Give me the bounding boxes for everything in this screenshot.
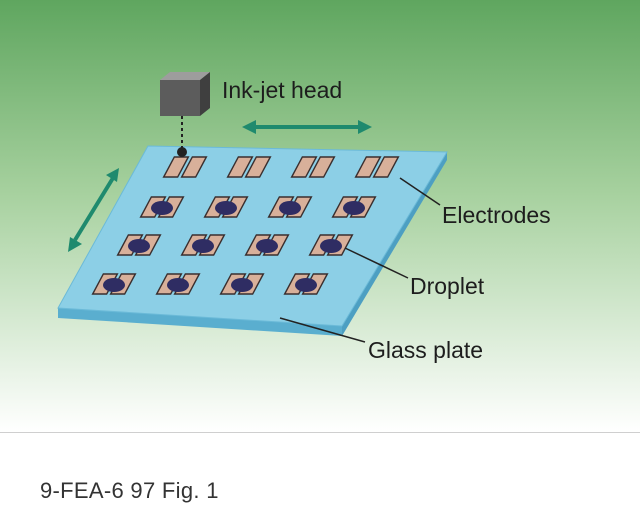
electrode-pair <box>226 156 272 178</box>
droplet <box>151 201 173 215</box>
label-electrodes: Electrodes <box>442 202 551 228</box>
droplet <box>295 278 317 292</box>
label-glass-plate: Glass plate <box>368 337 483 363</box>
electrode-pair <box>290 156 336 178</box>
inkjet-head-icon <box>160 72 210 157</box>
droplet <box>256 239 278 253</box>
electrode <box>372 156 400 178</box>
electrode-pair <box>162 156 208 178</box>
droplet <box>103 278 125 292</box>
droplet <box>128 239 150 253</box>
droplet <box>192 239 214 253</box>
electrodes-leader <box>399 177 441 206</box>
glass-plate-leader <box>279 317 366 343</box>
glass-plate <box>57 145 448 336</box>
droplet <box>343 201 365 215</box>
electrode-grid <box>91 156 400 295</box>
electrode <box>290 156 318 178</box>
droplet <box>320 239 342 253</box>
droplet <box>215 201 237 215</box>
droplet <box>231 278 253 292</box>
label-droplet: Droplet <box>410 273 485 299</box>
electrode <box>226 156 254 178</box>
inkjet-diagram: Ink-jet head Electrodes Droplet Glass pl… <box>0 0 640 433</box>
electrode <box>244 156 272 178</box>
electrode-pair <box>354 156 400 178</box>
figure-caption: 9-FEA-6 97 Fig. 1 <box>40 478 219 503</box>
droplet <box>167 278 189 292</box>
diagonal-arrow-icon <box>68 168 119 252</box>
electrode <box>308 156 336 178</box>
label-inkjet-head: Ink-jet head <box>222 77 342 103</box>
droplet-leader <box>344 247 409 279</box>
droplet <box>279 201 301 215</box>
electrode <box>354 156 382 178</box>
electrode <box>180 156 208 178</box>
electrode <box>162 156 190 178</box>
horizontal-arrow-icon <box>242 120 372 134</box>
